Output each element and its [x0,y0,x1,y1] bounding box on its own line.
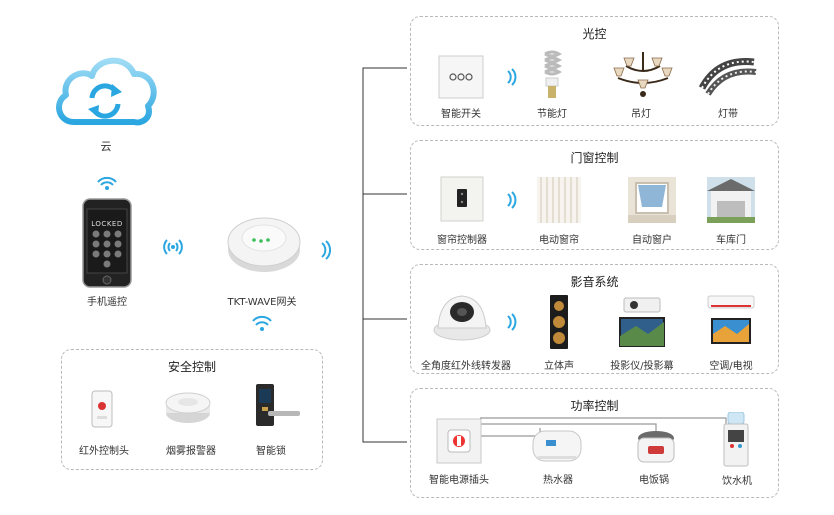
av-title: 影音系统 [570,275,619,289]
cloud-icon [52,50,158,128]
av-panel: 影音系统 [410,264,779,374]
light-strip-icon [698,54,758,96]
ir-transponder-icon [432,292,492,342]
power-item-2-label: 电饭锅 [639,475,669,486]
signal-icon [507,68,517,86]
power-item-1-label: 热水器 [543,475,573,486]
cloud-label: 云 [100,140,112,153]
security-item-2-label: 智能锁 [256,446,286,457]
smoke-alarm-icon [164,391,212,425]
wifi-signal-right-icon [321,240,332,260]
gateway-icon [226,214,302,276]
automatic-window-icon [628,177,676,223]
stereo-speaker-icon [549,294,569,350]
garage-door-icon [707,177,755,223]
water-dispenser-icon [722,412,750,468]
ac-tv-icon [707,294,755,348]
curtain-controller-icon [440,176,484,222]
security-item-0-label: 红外控制头 [79,446,129,457]
smart-switch-icon [438,55,484,99]
projector-screen-icon [618,292,666,350]
power-title: 功率控制 [570,399,619,413]
energy-saving-bulb-icon [541,50,563,100]
phone-screen-text: LOCKED [91,220,123,228]
connector-tree [362,67,407,443]
light-title: 光控 [582,27,607,41]
av-item-0-label: 全角度红外线转发器 [421,361,511,372]
wifi-signal-icon [97,176,117,190]
phone-label: 手机遥控 [87,297,127,308]
window-item-2-label: 自动窗户 [632,235,672,246]
light-item-1-label: 节能灯 [537,109,567,120]
window-item-1-label: 电动窗帘 [539,235,579,246]
power-wires [480,417,727,437]
water-heater-icon [532,430,582,462]
light-item-3-label: 灯带 [718,109,738,120]
smart-lock-icon [254,383,302,427]
chandelier-icon [612,52,674,98]
power-item-0-label: 智能电源插头 [429,475,489,486]
power-panel: 功率控制 [410,388,779,498]
rice-cooker-icon [635,428,677,466]
security-title: 安全控制 [167,360,216,374]
phone-icon [82,198,132,288]
wifi-signal-down-icon [252,315,272,331]
signal-icon [507,313,517,331]
av-item-2-label: 投影仪/投影幕 [610,361,674,372]
power-item-3-label: 饮水机 [722,476,752,487]
light-panel: 光控 [410,16,779,126]
window-item-3-label: 车库门 [716,235,746,246]
smart-power-plug-icon [436,418,482,464]
security-panel: 安全控制 [61,349,323,470]
light-item-2-label: 吊灯 [631,109,651,120]
light-item-0-label: 智能开关 [441,109,481,120]
window-panel: 门窗控制 [410,140,779,250]
window-item-0-label: 窗帘控制器 [437,235,487,246]
gateway-label: TKT-WAVE网关 [227,297,297,308]
infrared-head-icon [88,390,116,428]
signal-icon [507,191,517,209]
av-item-1-label: 立体声 [544,361,574,372]
window-title: 门窗控制 [570,151,619,165]
av-item-3-label: 空调/电视 [709,361,753,372]
security-item-1-label: 烟雾报警器 [166,446,216,457]
two-way-signal-icon [163,239,183,255]
electric-curtain-icon [537,177,581,223]
